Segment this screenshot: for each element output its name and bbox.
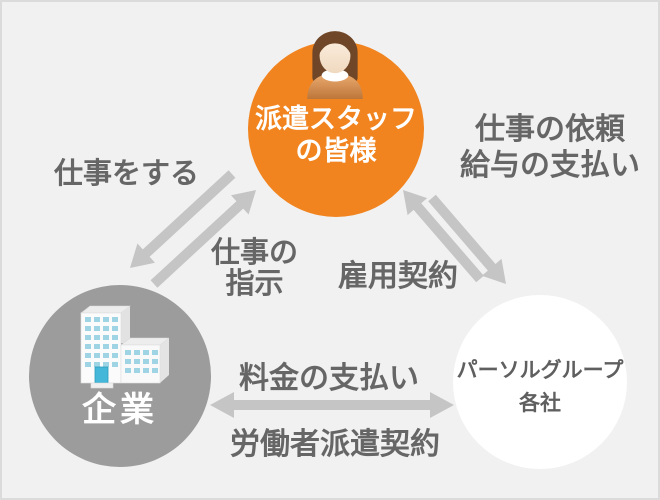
collar — [321, 69, 349, 82]
label-work-instruction-line1: 仕事の — [210, 237, 298, 269]
person-body — [307, 73, 363, 99]
persol-label-line2: 各社 — [519, 391, 561, 415]
wide-side — [160, 338, 169, 383]
wide-windows — [125, 350, 158, 373]
node-persol — [453, 295, 627, 469]
label-employment-contract: 雇用契約 — [338, 260, 458, 293]
staff-label-line2: の皆様 — [295, 136, 377, 167]
door — [94, 366, 109, 384]
persol-label-line1: パーソルグループ — [456, 359, 624, 382]
label-work-instruction-line2: 指示 — [225, 268, 284, 301]
label-job-request-line1: 仕事の依頼 — [475, 113, 625, 146]
door-step — [90, 382, 114, 389]
label-job-request-payment: 仕事の依頼 給与の支払い — [454, 112, 646, 184]
label-work-instruction: 仕事の 指示 — [197, 237, 312, 301]
label-dispatch-contract: 労働者派遣契約 — [230, 428, 440, 461]
label-work-do: 仕事をする — [54, 158, 200, 190]
company-node-label: 企業 — [82, 391, 158, 429]
tall-side — [121, 306, 130, 343]
building-icon — [80, 305, 169, 389]
staff-node-label: 派遣スタッフ の皆様 — [248, 103, 424, 168]
persol-node-label: パーソルグループ 各社 — [453, 355, 627, 420]
person-icon — [307, 31, 363, 99]
label-job-request-line2: 給与の支払い — [460, 149, 640, 182]
hair-bangs — [318, 37, 352, 56]
staff-label-line1: 派遣スタッフ — [255, 104, 417, 134]
label-fee-payment: 料金の支払い — [239, 362, 419, 395]
tall-windows — [85, 317, 118, 367]
